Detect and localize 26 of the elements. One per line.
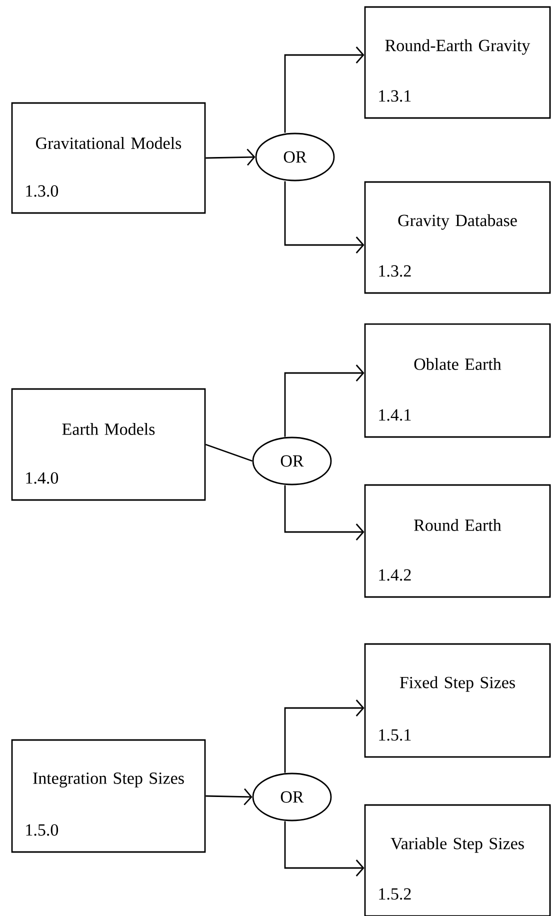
box-number: 1.5.1 — [379, 729, 411, 741]
arrow — [206, 788, 252, 806]
arrow — [284, 700, 364, 773]
box-number: 1.4.1 — [379, 409, 411, 421]
box-title: Round Earth — [414, 519, 502, 531]
arrow — [284, 181, 364, 254]
arrow — [206, 148, 256, 166]
box-number: 1.3.1 — [379, 90, 411, 102]
box-number: 1.4.0 — [26, 472, 58, 484]
box-title: Oblate Earth — [414, 358, 502, 370]
box-title: Gravitational Models — [36, 137, 182, 149]
box-number: 1.5.2 — [379, 888, 411, 900]
box-number: 1.3.2 — [379, 265, 411, 277]
box-title: Round-Earth Gravity — [385, 39, 530, 55]
box-number: 1.5.0 — [26, 824, 58, 836]
arrow — [284, 821, 364, 876]
box-title: Integration Step Sizes — [33, 772, 184, 788]
box-number: 1.3.0 — [26, 185, 58, 197]
box-number: 1.4.2 — [379, 569, 411, 581]
box-title: Variable Step Sizes — [390, 837, 524, 853]
box-title: Gravity Database — [398, 214, 517, 230]
arrow — [284, 485, 364, 540]
arrow — [284, 364, 364, 437]
box-title: Fixed Step Sizes — [400, 676, 515, 692]
box-title: Earth Models — [62, 423, 155, 435]
arrow — [284, 46, 364, 133]
